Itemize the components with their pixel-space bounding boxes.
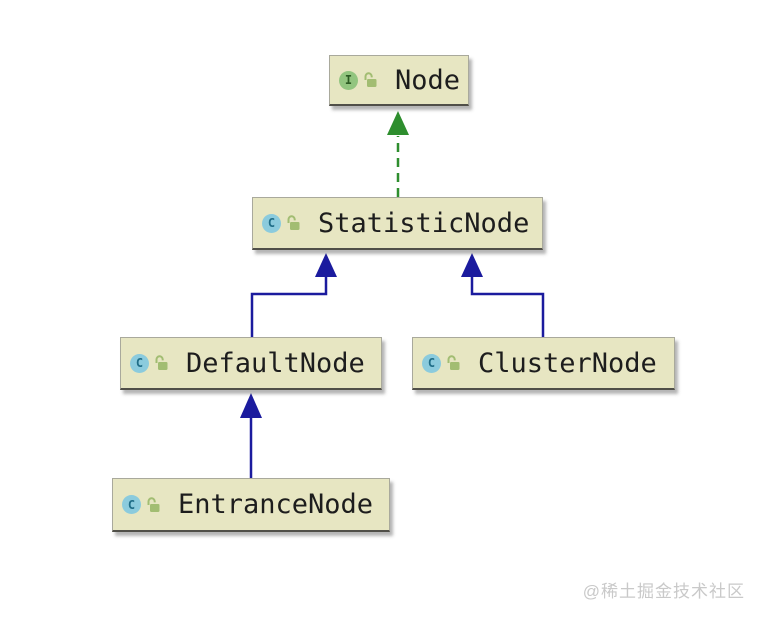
edge-entrancenode-extends-defaultnode (240, 393, 262, 478)
open-lock-icon (363, 72, 378, 88)
watermark: @稀土掘金技术社区 (582, 582, 745, 601)
arrowhead-extends (240, 393, 262, 418)
node-label: ClusterNode (478, 347, 657, 379)
edge-statisticnode-implements-node (387, 111, 409, 197)
arrowhead-extends (461, 253, 483, 277)
arrowhead-implements (387, 111, 409, 135)
open-lock-icon (146, 496, 161, 513)
node-label: EntranceNode (178, 489, 374, 520)
class-icon: C (262, 213, 281, 233)
node-label: DefaultNode (186, 347, 365, 379)
open-lock-icon (446, 355, 461, 371)
interface-icon: I (339, 70, 358, 90)
class-icon: C (130, 353, 149, 373)
open-lock-icon (286, 215, 301, 231)
node-label: StatisticNode (318, 207, 530, 239)
uml-node-class-clusternode[interactable]: C ClusterNode (412, 337, 675, 390)
edge-defaultnode-extends-statisticnode (250, 253, 337, 337)
arrowhead-extends (315, 253, 337, 277)
class-icon: C (122, 495, 141, 514)
class-icon: C (422, 353, 441, 373)
uml-node-class-entrancenode[interactable]: C EntranceNode (112, 478, 390, 532)
edge-clusternode-extends-statisticnode (461, 253, 545, 337)
uml-node-interface-node[interactable]: I Node (329, 55, 469, 106)
node-label: Node (395, 64, 461, 96)
uml-node-class-statisticnode[interactable]: C StatisticNode (252, 197, 543, 250)
open-lock-icon (154, 355, 169, 371)
uml-node-class-defaultnode[interactable]: C DefaultNode (120, 337, 382, 390)
